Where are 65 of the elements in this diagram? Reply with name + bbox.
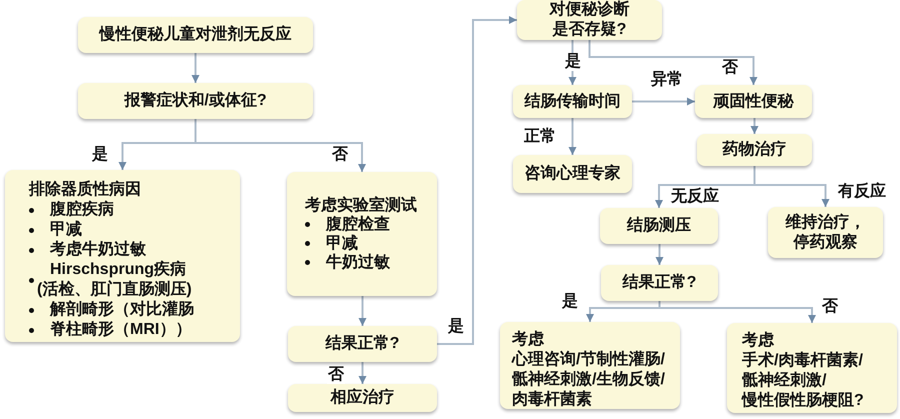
process-box	[513, 155, 632, 193]
process-box	[288, 384, 437, 412]
edge-label: 是	[564, 53, 582, 71]
process-box	[768, 207, 883, 258]
arrow	[194, 119, 366, 172]
edge-label: 否	[331, 146, 349, 164]
process-box	[5, 170, 240, 342]
edge-label: 是	[91, 146, 109, 164]
edge-label: 否	[327, 366, 345, 384]
edge-label: 正常	[523, 128, 557, 146]
step-text: 结肠传输时间	[524, 92, 620, 112]
arrow	[192, 53, 200, 83]
list-item-text: 牛奶过敏	[326, 253, 390, 272]
body-text: 手术/肉毒杆菌素/骶神经刺激/慢性假性肠梗阻?	[742, 351, 865, 411]
process-box	[727, 323, 897, 413]
step-text: 结果正常?	[622, 273, 696, 293]
step-text: 药物治疗	[722, 140, 786, 160]
list-item-text: 甲减	[326, 234, 358, 253]
heading-text: 排除器质性病因	[29, 180, 141, 200]
process-box	[697, 134, 812, 166]
arrow	[568, 118, 576, 155]
edge-label: 异常	[650, 71, 684, 89]
edge-label: 无反应	[670, 188, 720, 206]
step-text: 慢性便秘儿童对泄剂无反应	[100, 25, 292, 45]
arrow	[437, 16, 517, 345]
edge-label: 有反应	[837, 183, 887, 201]
step-text: 对便秘诊断是否存疑?	[548, 0, 630, 40]
edge-label: 否	[821, 298, 839, 316]
body-text: 心理咨询/节制性灌肠/骶神经刺激/生物反馈/肉毒杆菌素	[512, 350, 666, 410]
arrow	[358, 296, 366, 326]
step-text: 顽固性便秘	[714, 92, 794, 112]
edge-label: 是	[447, 318, 465, 336]
list-item-text: 腹腔检查	[326, 215, 390, 234]
step-text: 结果正常?	[326, 334, 400, 354]
process-box	[513, 85, 632, 118]
edge-label: 是	[561, 293, 579, 311]
arrow	[750, 118, 758, 134]
process-box	[287, 172, 437, 296]
process-box	[600, 208, 718, 244]
step-text: 相应治疗	[330, 388, 394, 408]
step-text: 报警症状和/或体征?	[124, 91, 267, 111]
heading-text: 考虑	[742, 331, 774, 351]
step-text: 咨询心理专家	[524, 164, 620, 184]
process-box	[78, 17, 313, 53]
arrow	[588, 40, 758, 85]
list-item-text: 腹腔疾病	[50, 200, 114, 220]
decision-box	[78, 83, 313, 119]
list-item-text: 脊柱畸形（MRI））	[50, 320, 192, 340]
step-text: 结肠测压	[627, 216, 691, 236]
edge-label: 否	[721, 59, 739, 77]
decision-box	[601, 265, 718, 301]
process-box	[500, 322, 680, 409]
list-item-text: 甲减	[50, 220, 82, 240]
arrow	[358, 362, 366, 384]
heading-text: 考虑	[512, 330, 544, 350]
list-item-text: 考虑牛奶过敏	[50, 240, 146, 260]
arrow	[656, 244, 664, 265]
list-item-text: Hirschsprung疾病(活检、肛门直肠测压)	[37, 260, 193, 300]
process-box	[695, 85, 812, 118]
arrow	[632, 98, 695, 106]
list-item-text: 解剖畸形（对比灌肠	[50, 300, 194, 320]
step-text: 维持治疗，停药观察	[784, 212, 866, 252]
heading-text: 考虑实验室测试	[305, 196, 417, 215]
decision-box	[288, 326, 437, 362]
decision-box	[517, 0, 662, 40]
